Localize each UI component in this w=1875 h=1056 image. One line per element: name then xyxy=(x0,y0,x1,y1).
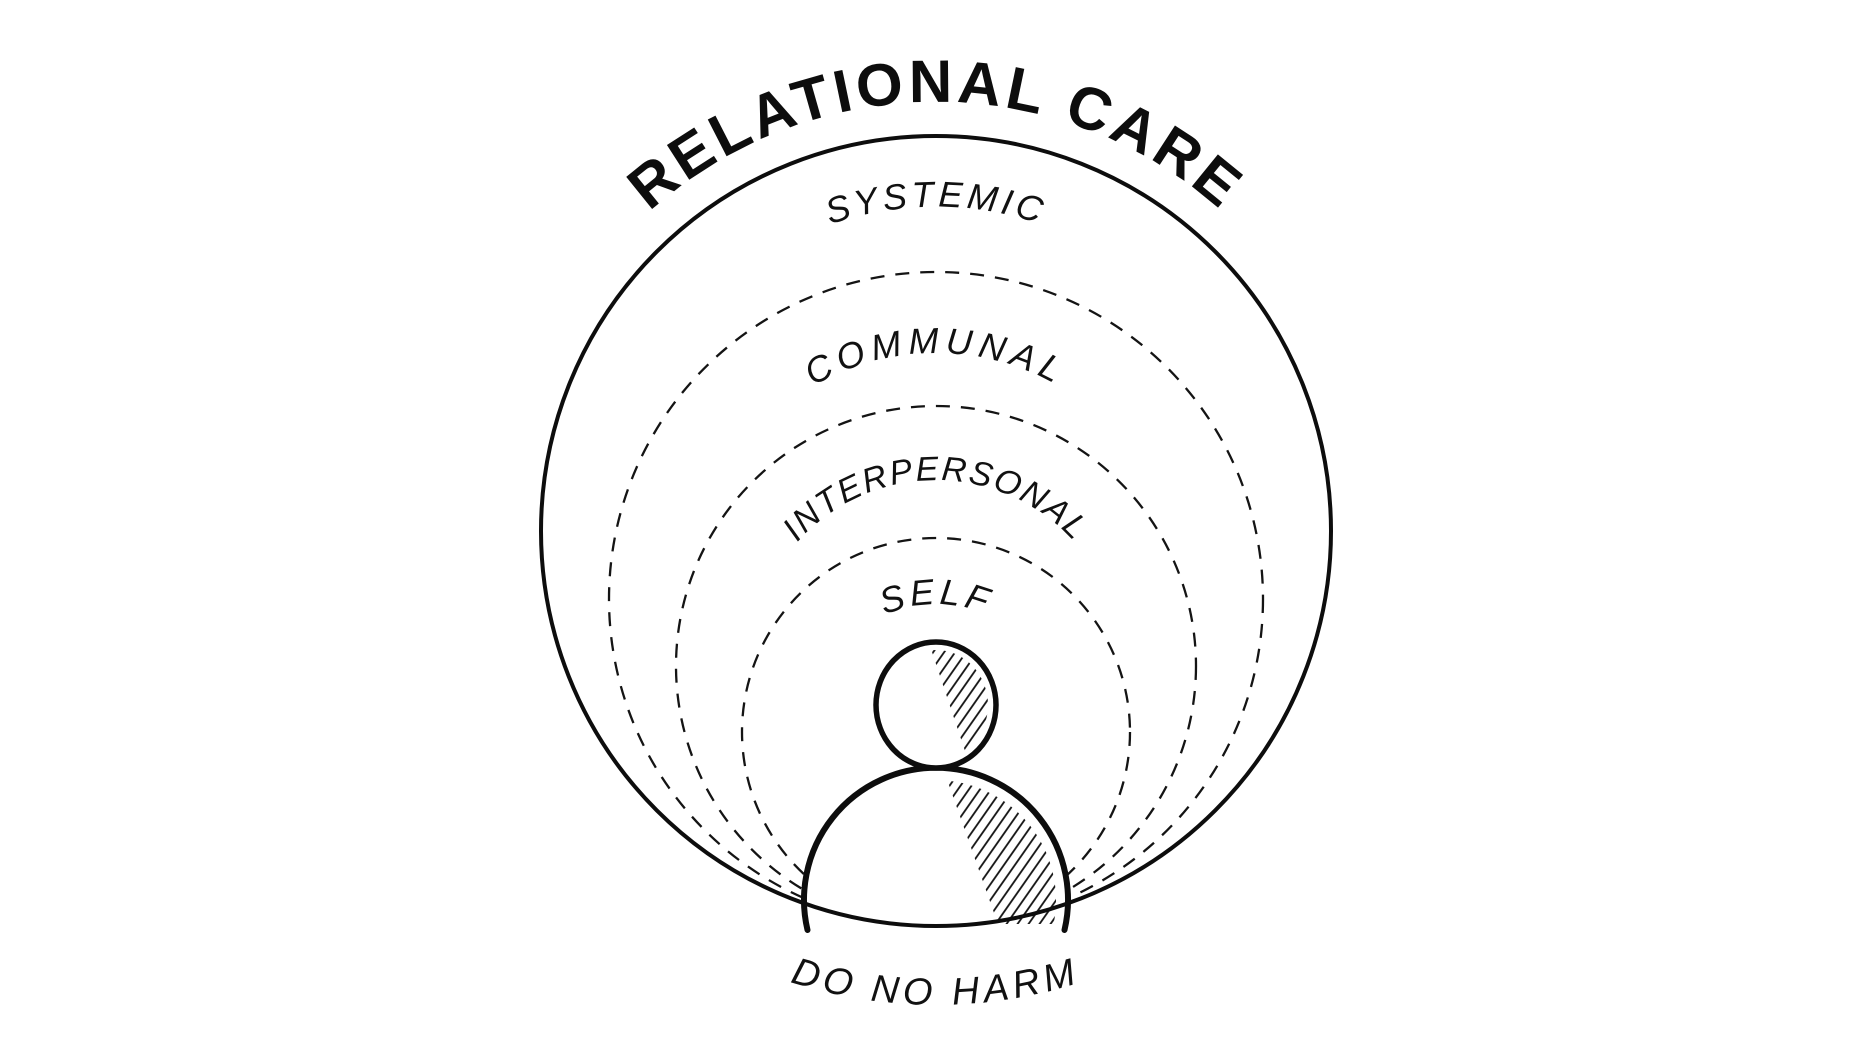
outer-circle-systemic xyxy=(539,134,1333,928)
